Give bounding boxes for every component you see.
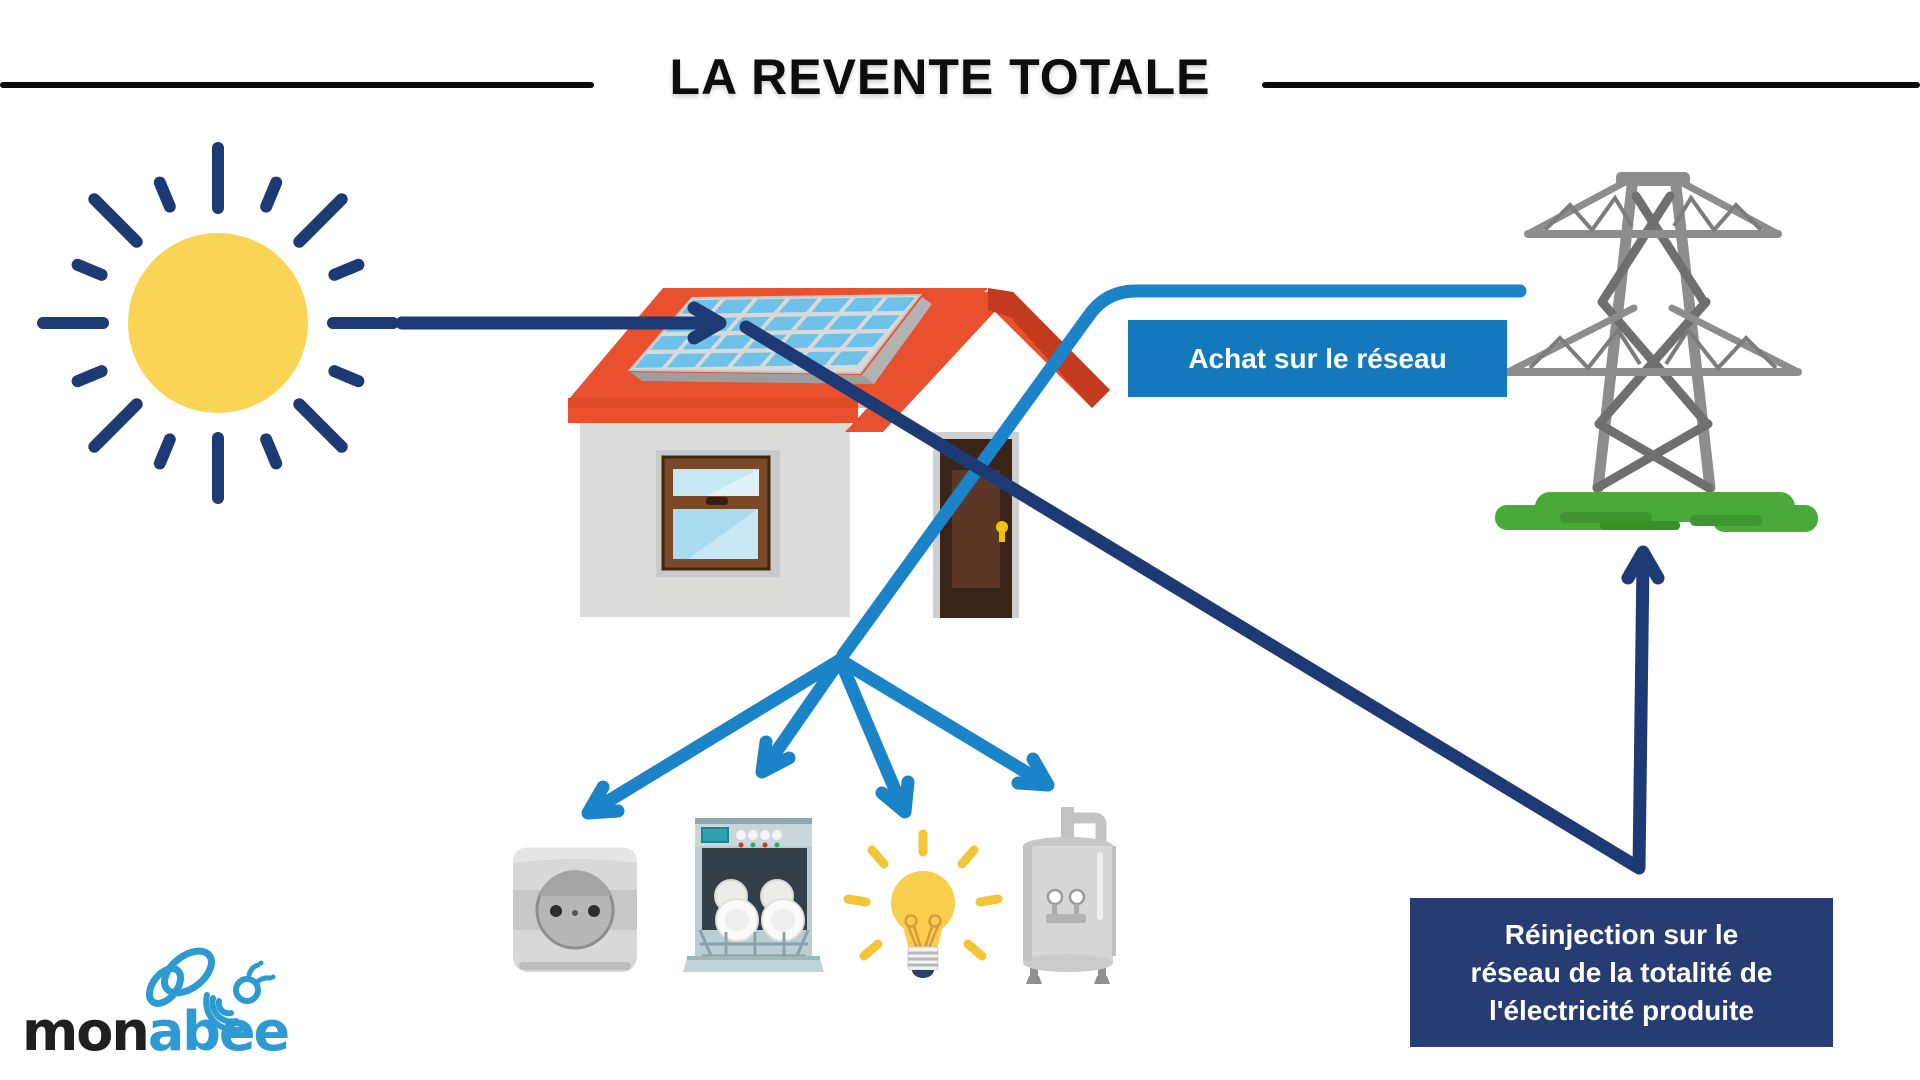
reinjection-line-1: Réinjection sur le bbox=[1504, 918, 1739, 950]
bulb-filament bbox=[904, 914, 942, 949]
house-icon bbox=[568, 288, 1110, 618]
monabee-logo: monabee bbox=[22, 1000, 290, 1063]
achat-label-box: Achat sur le réseau bbox=[1128, 320, 1507, 397]
power-socket-icon bbox=[513, 847, 637, 972]
sun-icon bbox=[37, 142, 399, 504]
sun-to-panel-arrow bbox=[395, 301, 727, 345]
water-heater-icon bbox=[1023, 807, 1116, 984]
logo-part-mon: mon bbox=[22, 1000, 150, 1063]
reinjection-line-2: réseau de la totalité de bbox=[1470, 956, 1773, 988]
grid-to-house-line bbox=[836, 284, 1527, 662]
grass bbox=[1495, 492, 1818, 532]
lightbulb-icon bbox=[843, 829, 1003, 978]
logo-part-abee: abee bbox=[147, 1000, 290, 1063]
pylon-icon bbox=[1495, 172, 1818, 532]
reinjection-label-box: Réinjection sur le réseau de la totalité… bbox=[1410, 898, 1833, 1047]
consumption-arrow-bulb bbox=[833, 653, 915, 819]
title-rule-right bbox=[1262, 82, 1920, 88]
bee-logo-icon bbox=[145, 947, 276, 1033]
reinjection-arrow bbox=[739, 320, 1665, 875]
house-window bbox=[656, 450, 780, 577]
title-rule-left bbox=[0, 82, 594, 88]
consumption-arrow-socket bbox=[581, 653, 847, 820]
consumption-arrow-dishwasher bbox=[755, 653, 847, 779]
achat-label: Achat sur le réseau bbox=[1188, 343, 1447, 374]
reinjection-line-3: l'électricité produite bbox=[1489, 994, 1754, 1026]
dishwasher-icon bbox=[683, 818, 824, 972]
consumption-arrow-heater bbox=[833, 653, 1055, 792]
page-title: LA REVENTE TOTALE bbox=[669, 49, 1211, 105]
